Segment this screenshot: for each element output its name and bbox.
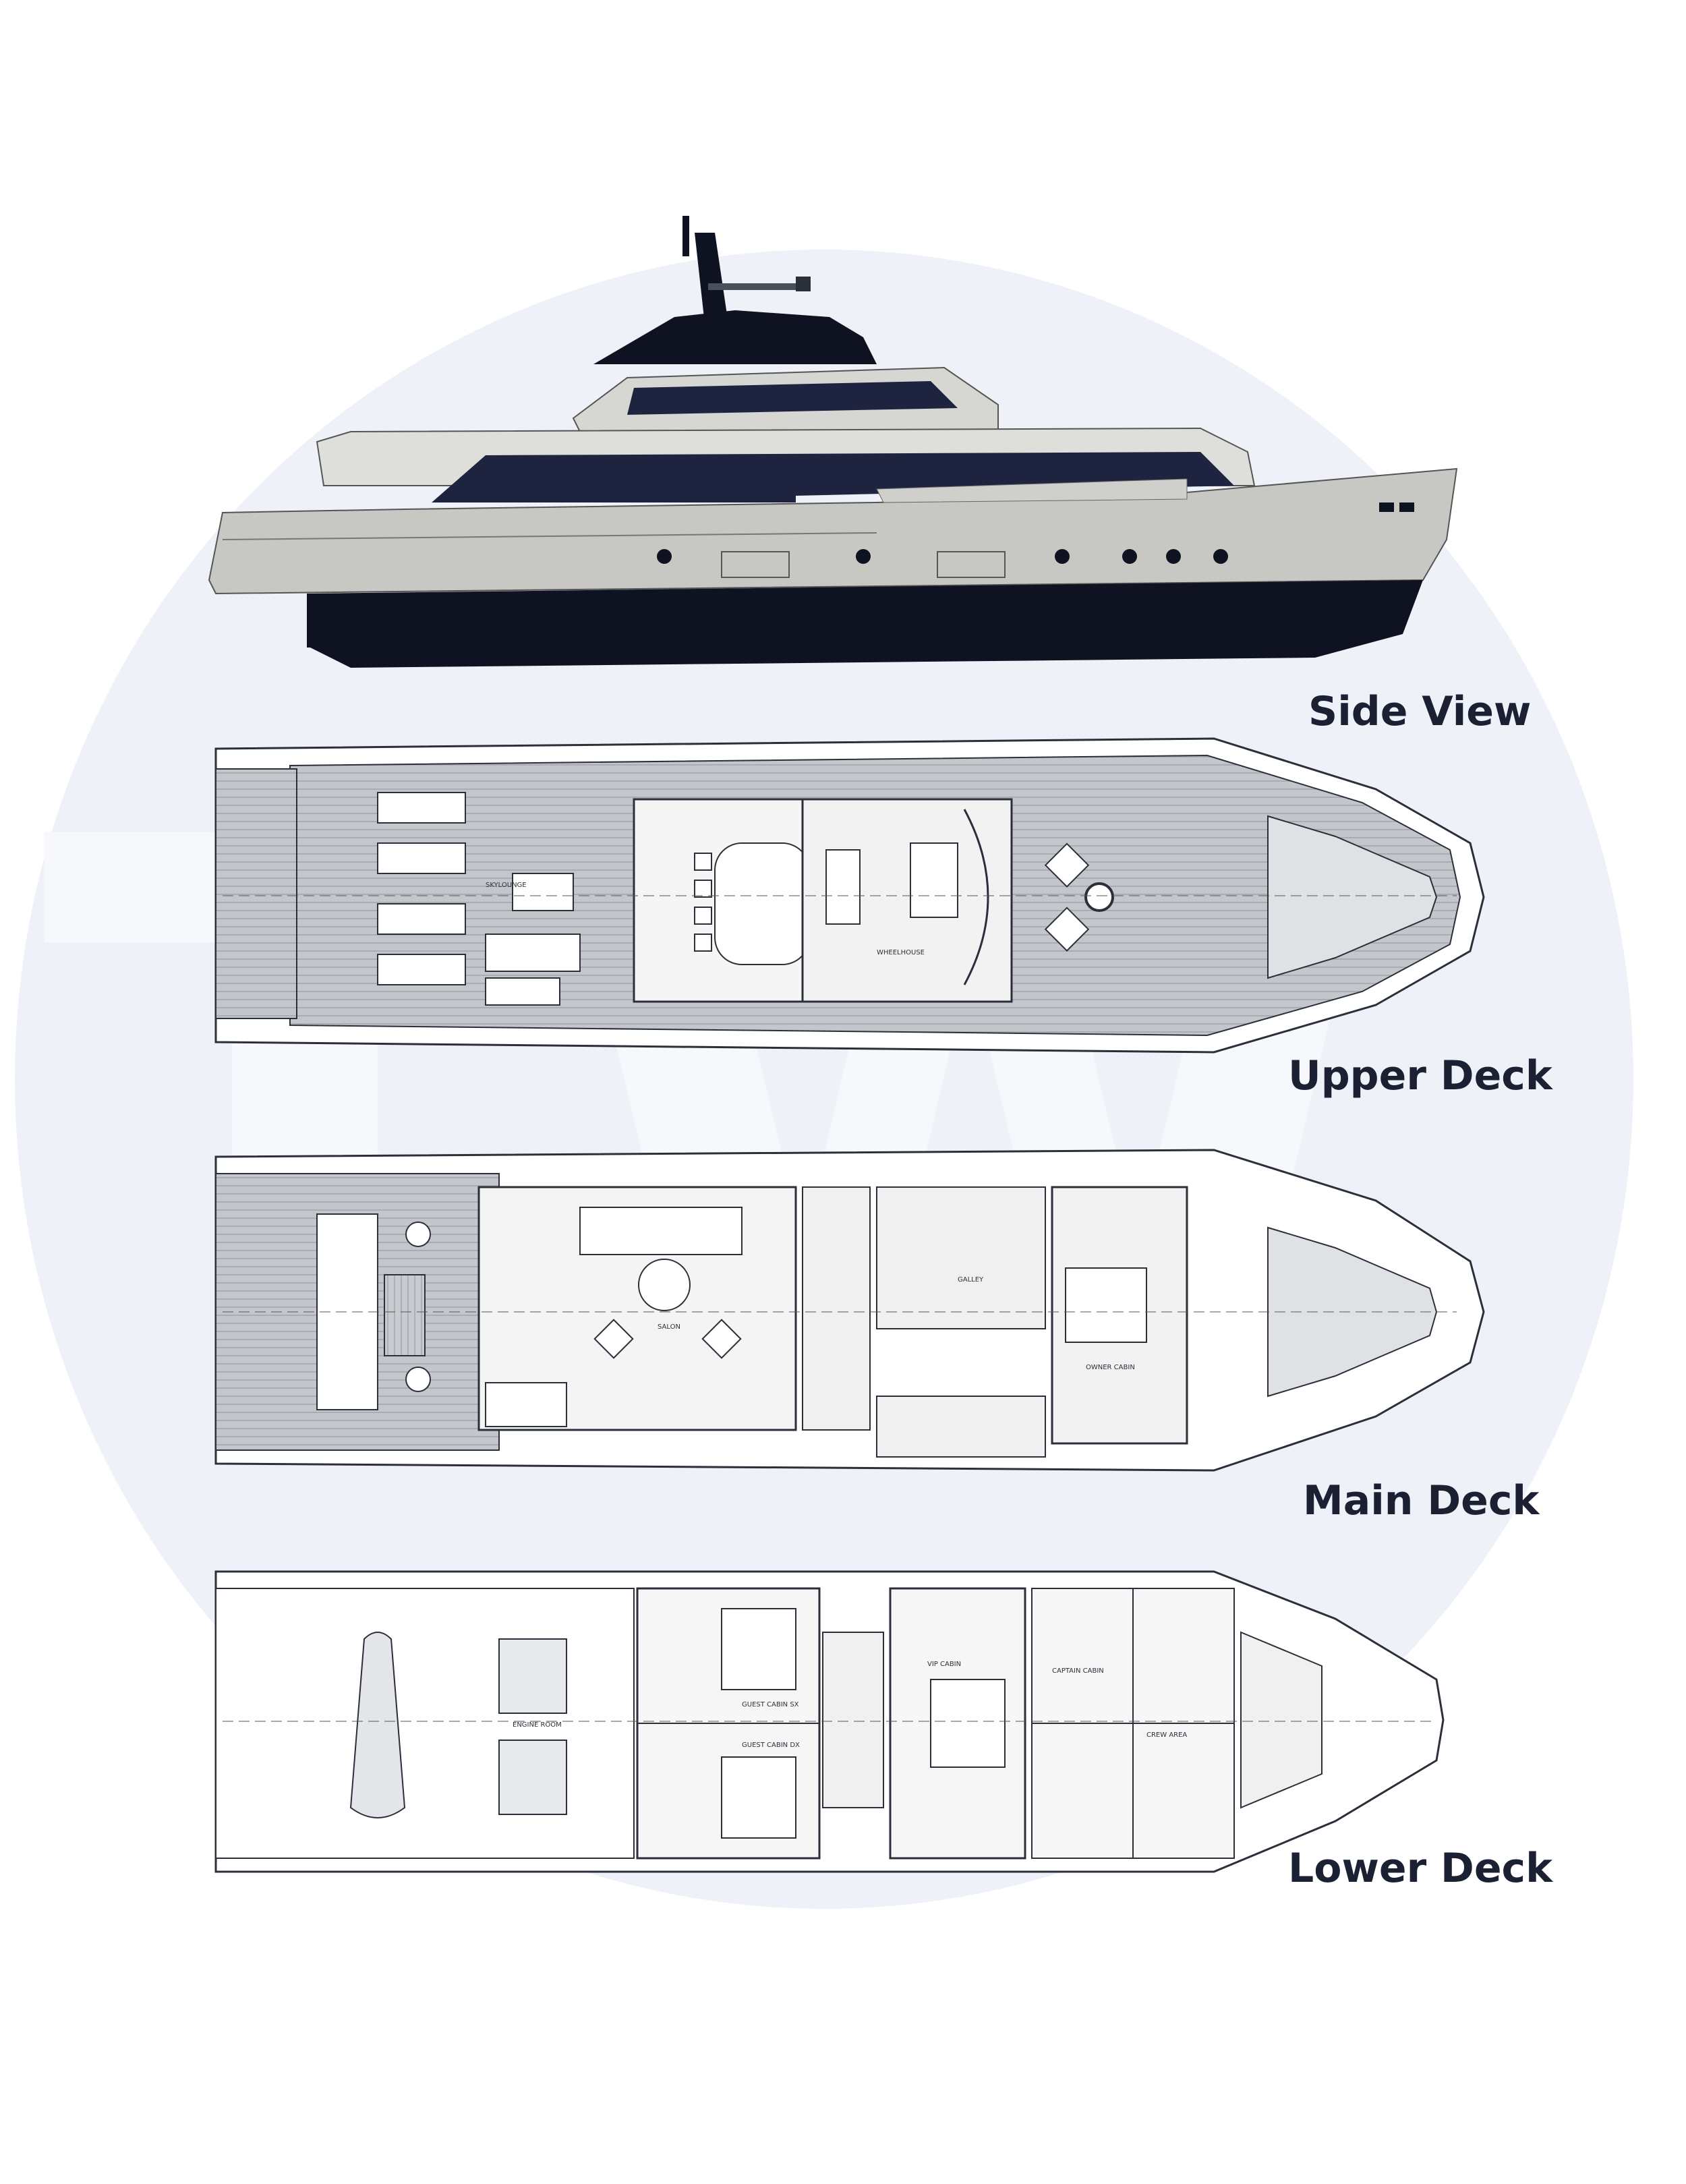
upper-windows xyxy=(627,381,958,415)
room-galley: GALLEY xyxy=(958,1276,984,1284)
galley-room xyxy=(876,1186,1046,1329)
portholes xyxy=(657,549,1228,564)
room-captain: CAPTAIN CABIN xyxy=(1052,1667,1104,1675)
side-view-profile xyxy=(208,216,1458,668)
room-salon: SALON xyxy=(658,1323,680,1331)
lower-deck-plan: ENGINE ROOM GUEST CABIN SX GUEST CABIN D… xyxy=(214,1570,1445,1873)
upper-deck-plan: SKYLOUNGE WHEELHOUSE xyxy=(214,737,1485,1054)
room-guest-dx: GUEST CABIN DX xyxy=(742,1742,800,1749)
engine-room xyxy=(215,1588,635,1859)
room-skylounge: SKYLOUNGE xyxy=(486,882,527,889)
room-wheelhouse: WHEELHOUSE xyxy=(877,949,925,956)
tender xyxy=(349,1632,406,1818)
room-owner-cabin: OWNER CABIN xyxy=(1086,1364,1135,1371)
sun-loungers xyxy=(377,792,466,985)
label-side-view: Side View xyxy=(1308,688,1532,735)
hull-topsides xyxy=(208,467,1458,595)
label-lower-deck: Lower Deck xyxy=(1288,1845,1553,1892)
skylounge-sofa xyxy=(485,933,581,972)
room-engine: ENGINE ROOM xyxy=(513,1721,562,1729)
room-guest-sx: GUEST CABIN SX xyxy=(742,1701,799,1708)
dining-table xyxy=(714,842,810,965)
hull-bottom xyxy=(310,580,1423,668)
mast xyxy=(682,216,811,324)
room-vip: VIP CABIN xyxy=(927,1661,961,1668)
label-upper-deck: Upper Deck xyxy=(1288,1052,1552,1099)
room-crew: CREW AREA xyxy=(1146,1731,1187,1739)
sun-top xyxy=(593,310,877,364)
label-main-deck: Main Deck xyxy=(1303,1477,1540,1524)
main-deck-plan: SALON GALLEY OWNER CABIN xyxy=(214,1149,1485,1472)
